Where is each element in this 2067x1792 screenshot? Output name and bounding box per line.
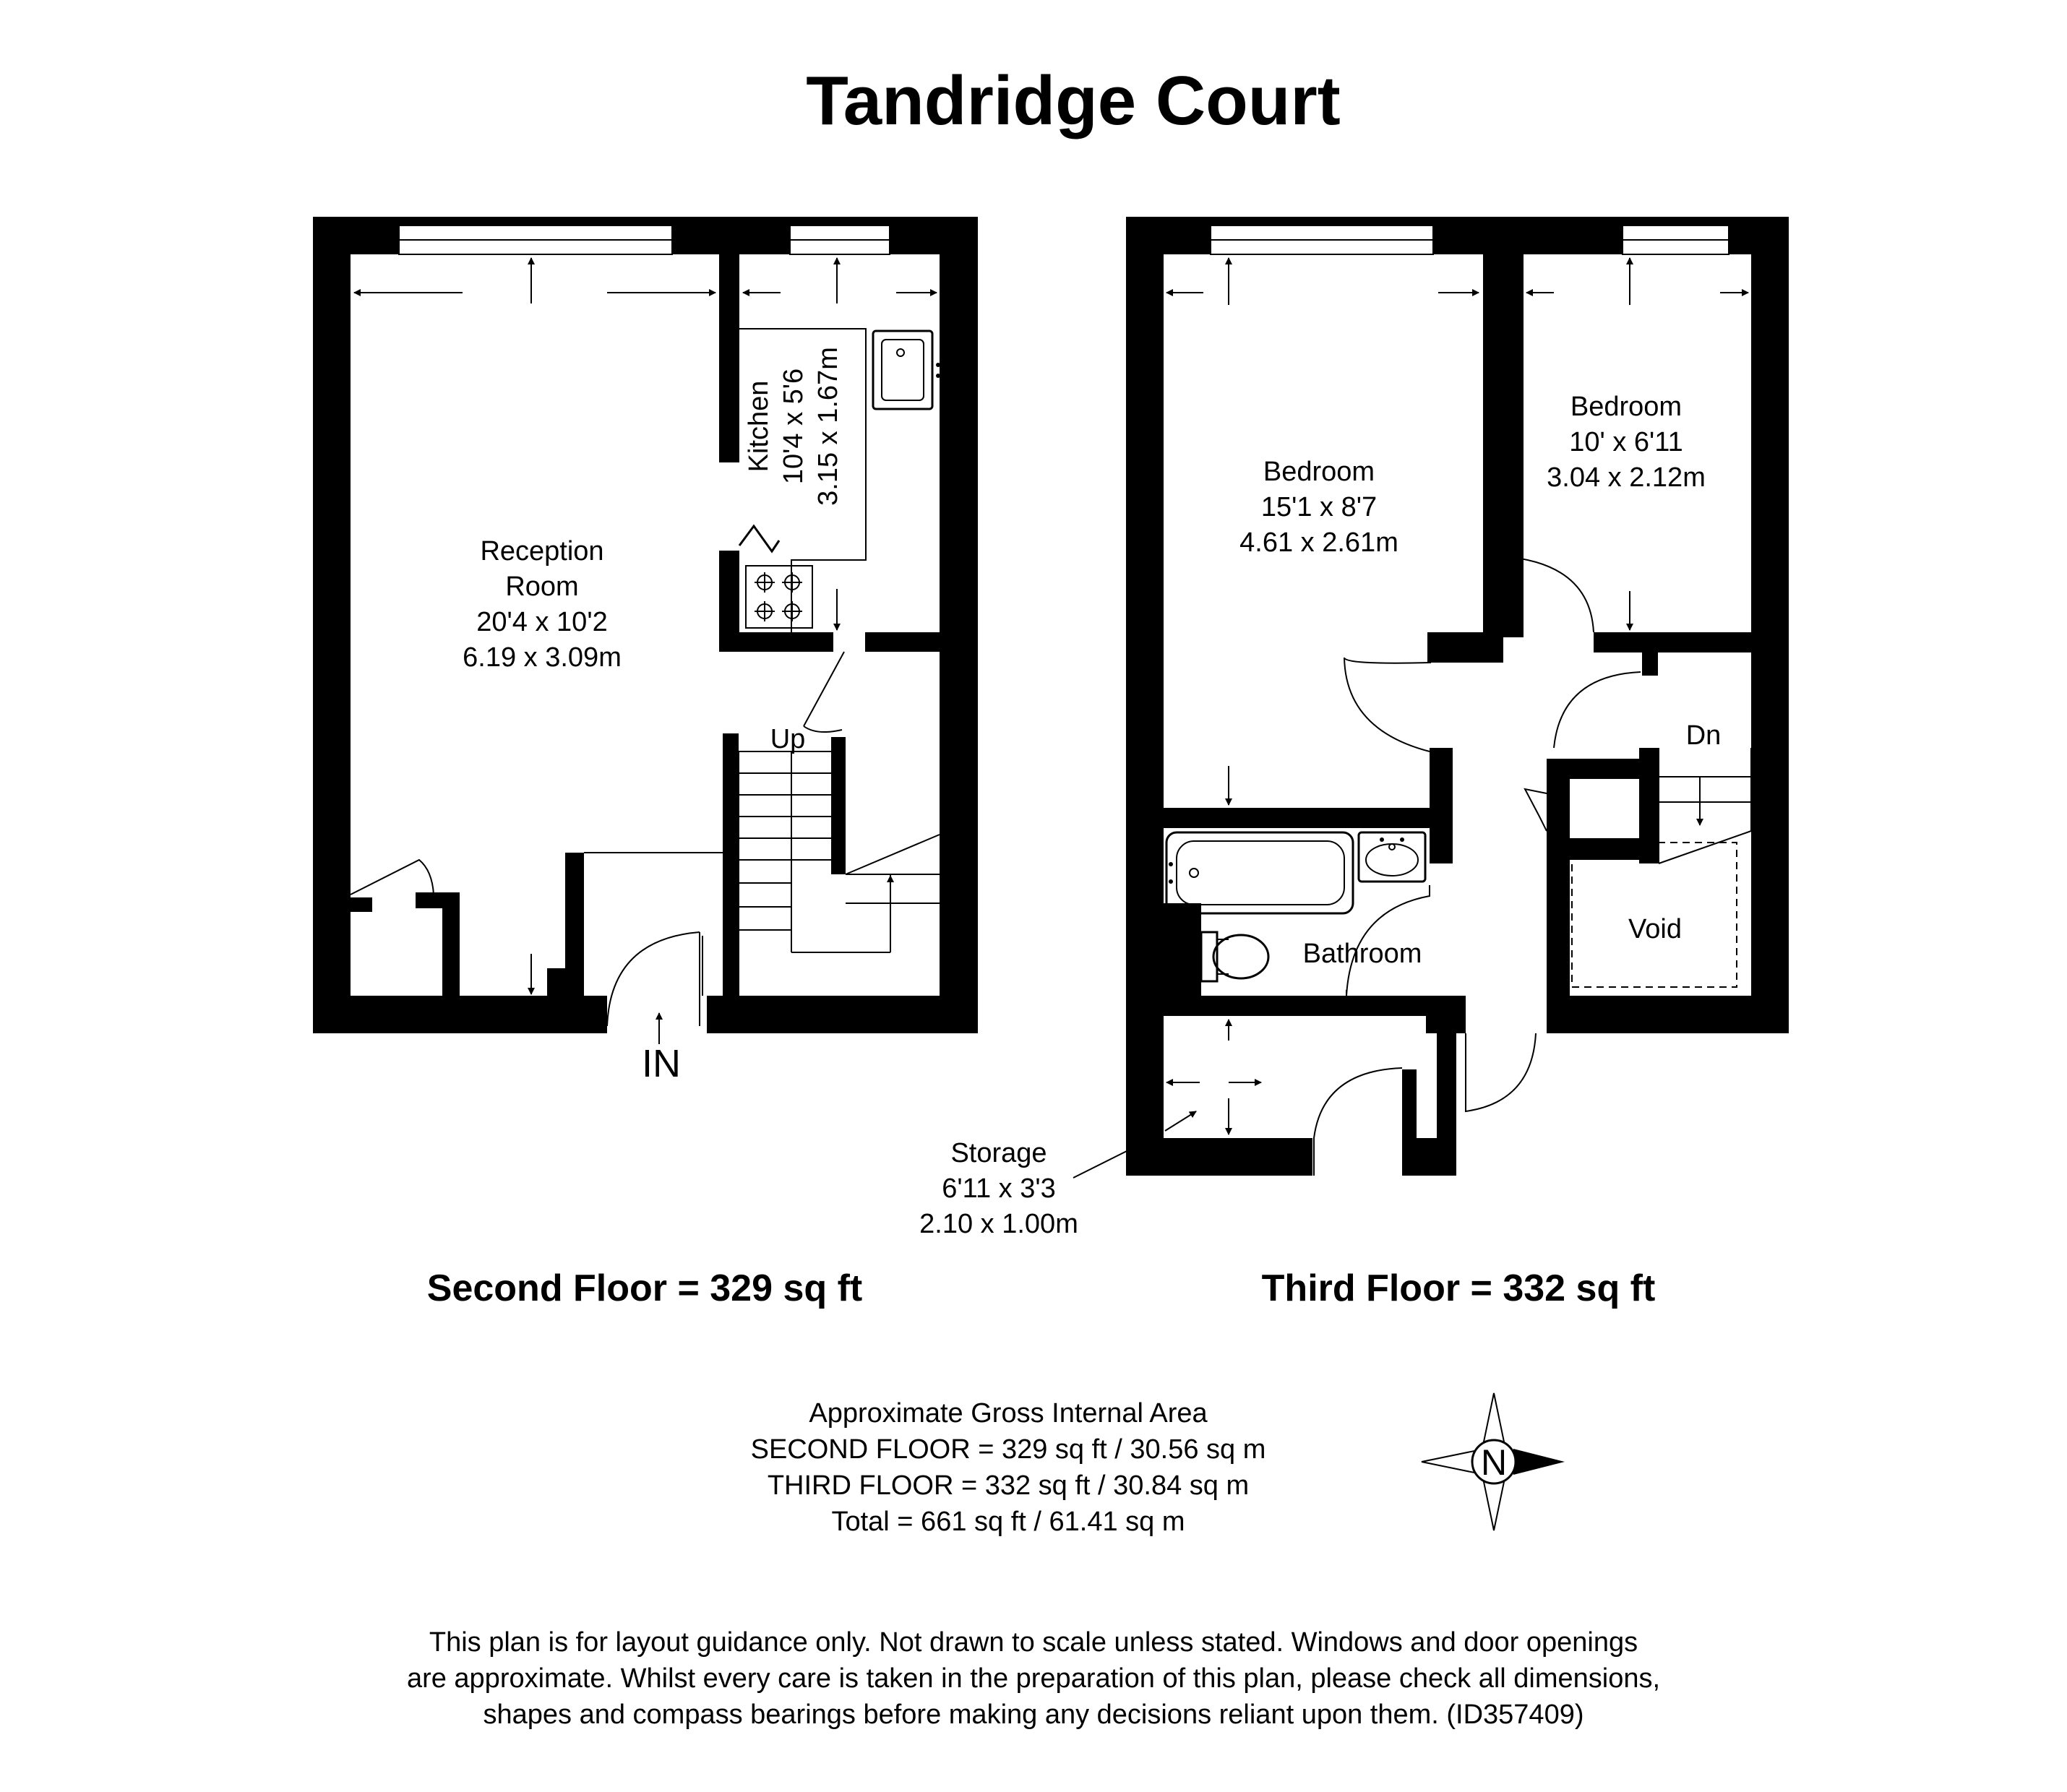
svg-text:SECOND FLOOR = 329 sq ft / 30.: SECOND FLOOR = 329 sq ft / 30.56 sq m bbox=[751, 1434, 1266, 1465]
svg-text:THIRD FLOOR = 332 sq ft / 30.8: THIRD FLOOR = 332 sq ft / 30.84 sq m bbox=[768, 1470, 1249, 1501]
bedroom-1-label: Bedroom 15'1 x 8'7 4.61 x 2.61m bbox=[1239, 457, 1398, 558]
svg-text:10' x 6'11: 10' x 6'11 bbox=[1569, 427, 1683, 457]
page-title: Tandridge Court bbox=[806, 62, 1341, 139]
svg-text:This plan is for layout guidan: This plan is for layout guidance only. N… bbox=[429, 1627, 1638, 1658]
reception-room-label: Reception Room 20'4 x 10'2 6.19 x 3.09m bbox=[463, 536, 622, 673]
stairs-up-label: Up bbox=[770, 724, 806, 754]
area-summary: Approximate Gross Internal Area SECOND F… bbox=[751, 1398, 1266, 1537]
svg-text:3.15 x 1.67m: 3.15 x 1.67m bbox=[813, 347, 843, 506]
bedroom-2-label: Bedroom 10' x 6'11 3.04 x 2.12m bbox=[1547, 392, 1706, 493]
compass-north-label: N bbox=[1481, 1442, 1507, 1483]
storage-label: Storage 6'11 x 3'3 2.10 x 1.00m bbox=[919, 1138, 1078, 1239]
svg-text:shapes and compass bearings be: shapes and compass bearings before makin… bbox=[483, 1700, 1583, 1730]
entrance-label: IN bbox=[642, 1042, 681, 1085]
third-floor-plan bbox=[1073, 217, 1789, 1179]
svg-text:Room: Room bbox=[505, 572, 578, 602]
svg-text:Storage: Storage bbox=[950, 1138, 1047, 1168]
compass-rose-icon: N bbox=[1421, 1392, 1565, 1531]
disclaimer: This plan is for layout guidance only. N… bbox=[407, 1627, 1660, 1730]
svg-text:6.19 x 3.09m: 6.19 x 3.09m bbox=[463, 642, 622, 673]
svg-text:6'11 x 3'3: 6'11 x 3'3 bbox=[942, 1173, 1055, 1204]
svg-text:2.10 x 1.00m: 2.10 x 1.00m bbox=[919, 1209, 1078, 1239]
bathroom-label: Bathroom bbox=[1303, 939, 1422, 969]
kitchen-label: Kitchen 10'4 x 5'6 3.15 x 1.67m bbox=[744, 347, 843, 506]
svg-text:15'1 x 8'7: 15'1 x 8'7 bbox=[1261, 492, 1377, 522]
svg-text:Total = 661 sq ft / 61.41 sq m: Total = 661 sq ft / 61.41 sq m bbox=[831, 1507, 1185, 1537]
svg-text:10'4 x 5'6: 10'4 x 5'6 bbox=[778, 369, 809, 484]
svg-text:3.04 x 2.12m: 3.04 x 2.12m bbox=[1547, 462, 1706, 493]
svg-text:Approximate Gross Internal Are: Approximate Gross Internal Area bbox=[809, 1398, 1208, 1429]
stairs-down-label: Dn bbox=[1686, 720, 1722, 751]
second-floor-plan bbox=[313, 217, 978, 1044]
svg-text:4.61 x 2.61m: 4.61 x 2.61m bbox=[1239, 527, 1398, 558]
svg-text:Reception: Reception bbox=[480, 536, 603, 567]
svg-text:20'4 x 10'2: 20'4 x 10'2 bbox=[476, 607, 607, 637]
second-floor-caption: Second Floor = 329 sq ft bbox=[427, 1267, 862, 1309]
third-floor-caption: Third Floor = 332 sq ft bbox=[1262, 1267, 1656, 1309]
svg-text:are approximate. Whilst every: are approximate. Whilst every care is ta… bbox=[407, 1663, 1660, 1694]
svg-text:Bedroom: Bedroom bbox=[1570, 392, 1682, 422]
void-label: Void bbox=[1628, 914, 1682, 944]
svg-text:Bedroom: Bedroom bbox=[1263, 457, 1375, 487]
svg-text:Kitchen: Kitchen bbox=[744, 381, 774, 473]
